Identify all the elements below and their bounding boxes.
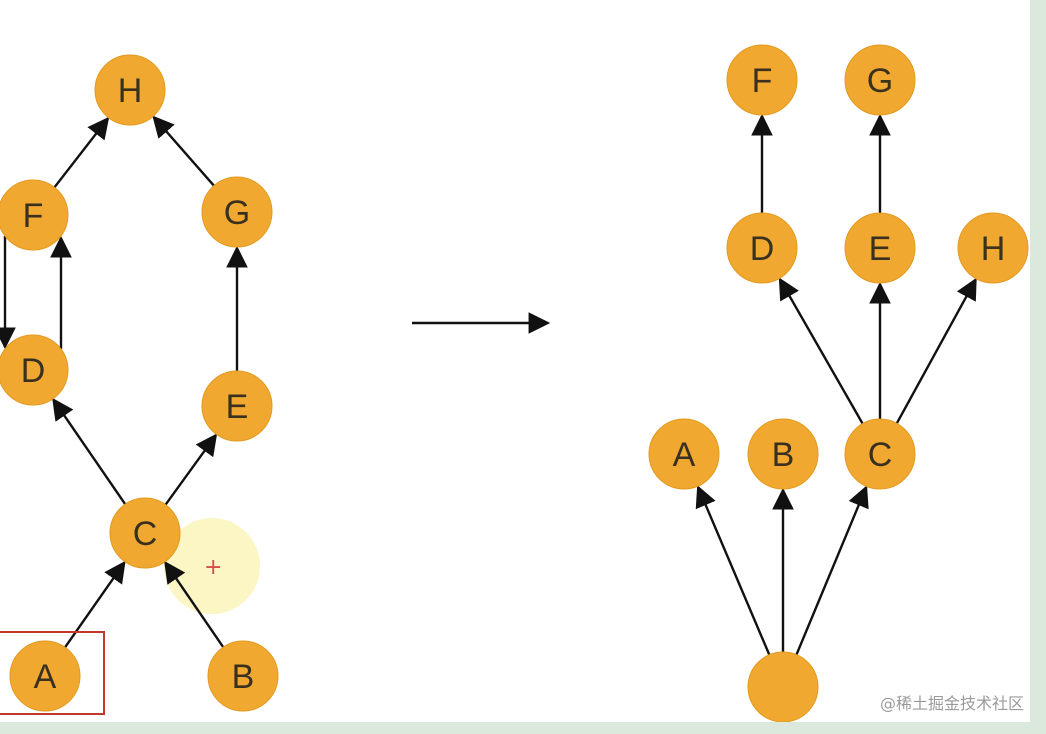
right-node-c: C — [844, 418, 916, 490]
right-node-b-circle — [747, 418, 819, 490]
right-node-g: G — [844, 44, 916, 116]
left-edge-g-to-h — [152, 115, 217, 188]
right-node-b-label: B — [772, 436, 795, 474]
left-node-a: A — [9, 640, 81, 712]
cursor-halo — [164, 518, 260, 614]
bottom-border — [0, 722, 1046, 734]
left-node-a-label: A — [34, 658, 57, 696]
left-node-e: E — [201, 370, 273, 442]
right-node-f-label: F — [752, 62, 773, 100]
right-edge-c-to-d — [778, 277, 865, 426]
left-node-g-label: G — [224, 194, 250, 232]
right-node-a: A — [648, 418, 720, 490]
right-node-e: E — [844, 212, 916, 284]
right-node-g-label: G — [867, 62, 893, 100]
left-node-c-label: C — [133, 515, 158, 553]
left-node-f: F — [0, 179, 69, 251]
right-node-h-label: H — [981, 230, 1006, 268]
right-edge-root-to-a — [695, 485, 772, 658]
right-tree-nodes: F G D E H A B C — [648, 44, 1029, 722]
right-node-d: D — [726, 212, 798, 284]
left-graph-nodes: H F G D E C A B — [0, 54, 279, 712]
left-node-b-circle — [207, 640, 279, 712]
left-edge-a-to-c — [62, 560, 126, 650]
right-node-h: H — [957, 212, 1029, 284]
cursor-crosshair-icon: + — [204, 555, 222, 580]
left-node-d-label: D — [21, 352, 46, 390]
left-node-b-label: B — [232, 658, 255, 696]
node-a-highlight-box — [0, 631, 105, 715]
right-node-d-circle — [726, 212, 798, 284]
right-node-root-circle — [747, 651, 819, 722]
left-node-e-circle — [201, 370, 273, 442]
right-edge-root-to-c — [794, 485, 869, 657]
left-node-a-circle — [9, 640, 81, 712]
left-node-h-label: H — [118, 72, 143, 110]
right-node-d-label: D — [750, 230, 775, 268]
right-node-f-circle — [726, 44, 798, 116]
left-node-c: C — [109, 497, 181, 569]
right-node-h-circle — [957, 212, 1029, 284]
left-graph-edges — [0, 115, 248, 650]
left-node-d-circle — [0, 334, 69, 406]
cursor-highlight: + — [164, 518, 260, 614]
right-node-root — [747, 651, 819, 722]
right-tree-edges — [695, 113, 977, 658]
right-node-e-circle — [844, 212, 916, 284]
left-edge-c-to-e — [163, 433, 218, 507]
graph-transform-diagram: + H F G D E C A B F G D E H A B C — [0, 44, 1029, 722]
left-node-f-circle — [0, 179, 69, 251]
right-edge-c-to-h — [894, 277, 977, 426]
left-node-d: D — [0, 334, 69, 406]
right-border — [1030, 0, 1046, 734]
right-node-e-label: E — [869, 230, 892, 268]
left-edge-f-to-h — [52, 116, 110, 190]
left-node-g-circle — [201, 176, 273, 248]
right-node-a-circle — [648, 418, 720, 490]
right-node-c-circle — [844, 418, 916, 490]
right-node-g-circle — [844, 44, 916, 116]
right-node-a-label: A — [673, 436, 696, 474]
right-node-b: B — [747, 418, 819, 490]
left-node-h: H — [94, 54, 166, 126]
right-node-c-label: C — [868, 436, 893, 474]
left-node-e-label: E — [226, 388, 249, 426]
left-node-b: B — [207, 640, 279, 712]
left-edge-c-to-d — [52, 397, 128, 507]
left-node-c-circle — [109, 497, 181, 569]
left-edge-b-to-c — [164, 560, 226, 650]
watermark: @稀土掘金技术社区 — [879, 694, 1024, 713]
left-node-g: G — [201, 176, 273, 248]
left-node-f-label: F — [23, 197, 44, 235]
left-node-h-circle — [94, 54, 166, 126]
right-node-f: F — [726, 44, 798, 116]
